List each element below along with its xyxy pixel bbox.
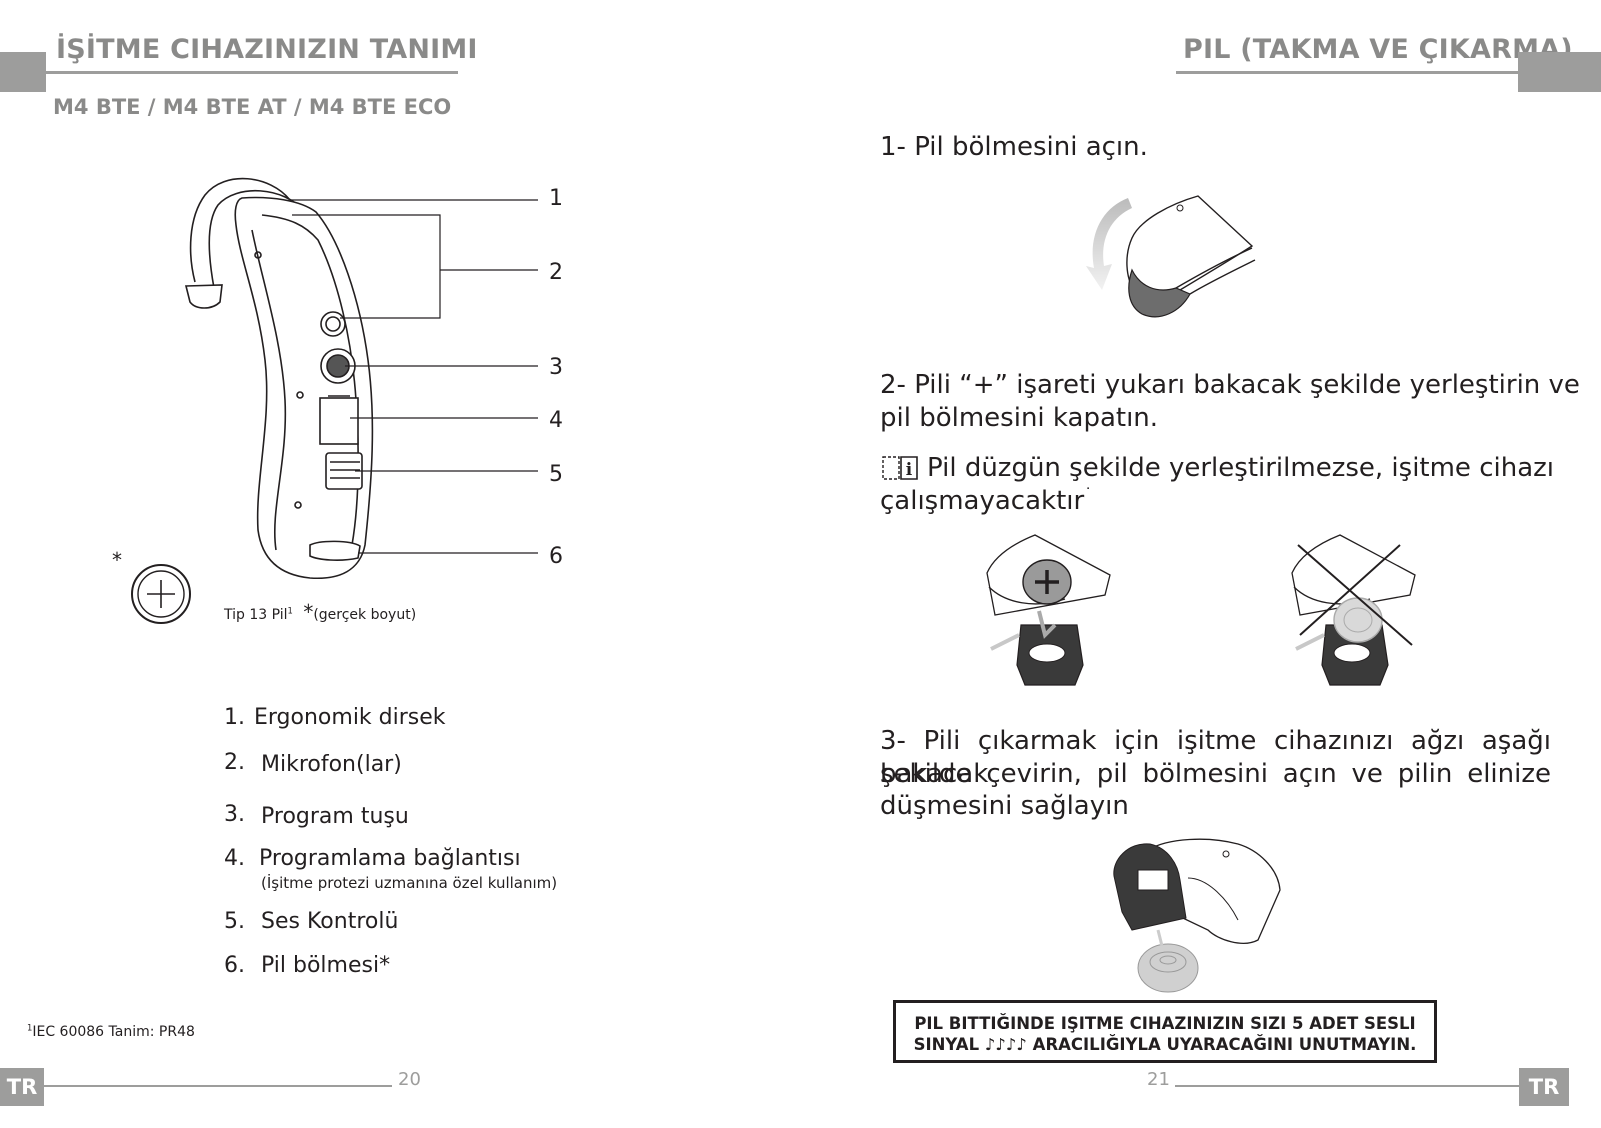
notice-line-2: SINYAL ♪♪♪♪ ARACILIĞIYLA UYARACAĞINI UNU… — [896, 1034, 1434, 1055]
right-page-number: 21 — [1147, 1069, 1170, 1090]
callout-1: 1 — [549, 186, 563, 211]
right-header-rule — [1176, 71, 1518, 74]
legend-text-1: Ergonomik dirsek — [254, 705, 446, 730]
callout-3: 3 — [549, 355, 563, 380]
legend-num-4: 4. — [224, 846, 245, 871]
left-footer-rule — [44, 1085, 392, 1087]
incorrect-insertion-illustration — [1290, 525, 1420, 695]
battery-caption-note: (gerçek boyut) — [313, 607, 416, 623]
remove-battery-illustration — [1108, 830, 1283, 995]
legend-num-5: 5. — [224, 909, 245, 934]
step-2-line-2: pil bölmesini kapatın. — [880, 402, 1158, 435]
info-line-2: çalışmayacaktır˙ — [880, 485, 1092, 518]
legend-num-2: 2. — [224, 750, 245, 775]
right-footer-rule — [1175, 1085, 1519, 1087]
info-line-2-mark: ˙ — [1084, 485, 1092, 503]
legend-num-3: 3. — [224, 802, 245, 827]
legend-text-3: Program tuşu — [261, 804, 409, 829]
step-2-line-1: 2- Pili “+” işareti yukarı bakacak şekil… — [880, 369, 1580, 402]
footnote-text: IEC 60086 Tanim: PR48 — [32, 1024, 195, 1040]
battery-caption-star: * — [303, 600, 313, 624]
legend-text-6: Pil bölmesi* — [261, 953, 390, 978]
battery-caption-main: Tip 13 Pil — [224, 607, 288, 623]
battery-plus-icon — [130, 563, 192, 625]
legend-num-6: 6. — [224, 953, 245, 978]
right-lang-tab: TR — [1519, 1068, 1569, 1106]
callout-5: 5 — [549, 462, 563, 487]
battery-star: * — [112, 548, 122, 572]
legend-num-1: 1. — [224, 705, 245, 730]
legend-text-2: Mikrofon(lar) — [261, 752, 402, 777]
battery-caption: Tip 13 Pil1 *(gerçek boyut) — [224, 600, 416, 624]
notice-line-1: PIL BITTIĞINDE IŞITME CIHAZINIZIN SIZI 5… — [896, 1013, 1434, 1034]
right-page-title: PIL (TAKMA VE ÇIKARMA) — [1183, 34, 1573, 65]
left-lang-tab: TR — [0, 1068, 44, 1106]
legend-sub-4: (İşitme protezi uzmanına özel kullanım) — [261, 874, 557, 892]
callout-4: 4 — [549, 408, 563, 433]
step-3-line-3: düşmesini sağlayın — [880, 790, 1129, 823]
step-3-line-2: şekilde çevirin, pil bölmesini açın ve p… — [880, 758, 1551, 791]
left-page-number: 20 — [398, 1069, 421, 1090]
step-1: 1- Pil bölmesini açın. — [880, 131, 1148, 164]
hearing-aid-illustration — [0, 0, 560, 600]
open-battery-door-illustration — [1080, 190, 1260, 325]
info-book-icon: i — [881, 455, 919, 481]
legend-text-4: Programlama bağlantısı — [259, 846, 521, 871]
info-line-1: Pil düzgün şekilde yerleştirilmezse, işi… — [927, 452, 1554, 485]
notice-box: PIL BITTIĞINDE IŞITME CIHAZINIZIN SIZI 5… — [893, 1000, 1437, 1063]
correct-insertion-illustration — [985, 525, 1115, 695]
legend-text-5: Ses Kontrolü — [261, 909, 398, 934]
right-header-tab — [1518, 52, 1601, 92]
info-line-2-text: çalışmayacaktır — [880, 486, 1084, 516]
footnote: 1IEC 60086 Tanim: PR48 — [27, 1024, 195, 1040]
battery-caption-sup: 1 — [288, 605, 293, 615]
callout-2: 2 — [549, 260, 563, 285]
callout-6: 6 — [549, 544, 563, 569]
svg-text:i: i — [906, 460, 913, 480]
